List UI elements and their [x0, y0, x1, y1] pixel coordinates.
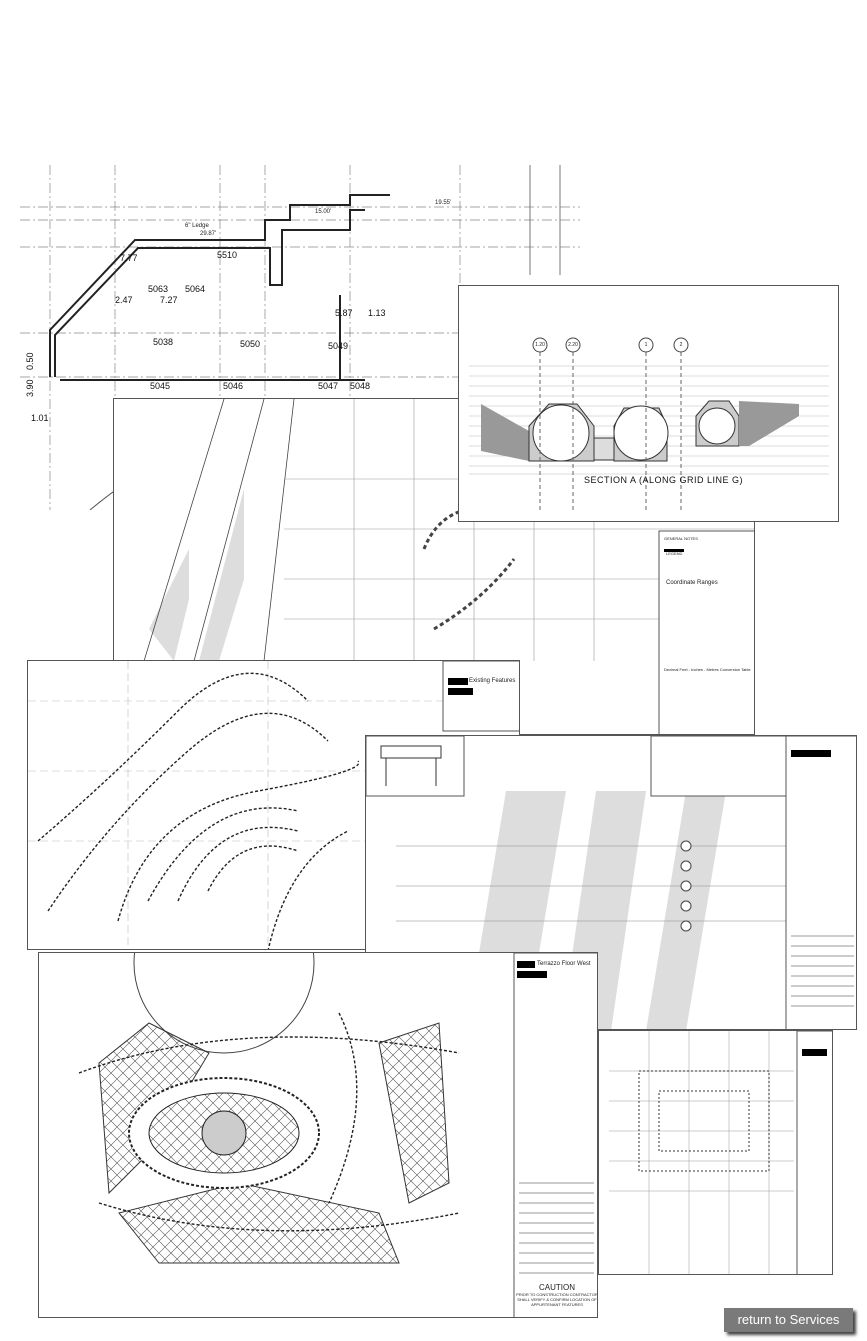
- point-5048: 5048: [350, 381, 371, 391]
- dim-15-00: 15.00': [315, 209, 332, 215]
- caution-title: CAUTION: [539, 1283, 575, 1292]
- ledge-note: 6" Ledge: [185, 223, 209, 229]
- point-5049: 5049: [328, 341, 349, 351]
- grid-plan-sheet: [598, 1030, 833, 1275]
- dim-0-50: 0.50: [25, 352, 35, 370]
- coordinate-ranges-heading: Coordinate Ranges: [666, 580, 718, 586]
- structural-linework: [143, 399, 754, 734]
- point-5510: 5510: [217, 250, 238, 260]
- point-5046: 5046: [223, 381, 244, 391]
- grid-bubble-1: 1: [644, 342, 648, 348]
- curves-linework: [28, 661, 519, 949]
- dim-19-55: 19.55': [435, 200, 452, 206]
- floor-sheet-title: Terrazzo Floor West: [537, 961, 591, 967]
- section-title: SECTION A (ALONG GRID LINE G): [584, 475, 744, 485]
- grid-bubble-1-20: 1.20: [535, 342, 545, 348]
- dim-2-47: 2.47: [115, 295, 133, 305]
- redacted-bar: [448, 678, 468, 685]
- sheet-title: Existing Features: [469, 678, 516, 684]
- point-5063: 5063: [148, 284, 169, 294]
- section-sheet: 1.20 2.20 1 2 SECTION A (ALONG GRID LINE…: [458, 285, 839, 522]
- dim-1-01: 1.01: [31, 413, 49, 423]
- return-to-services-button[interactable]: return to Services: [724, 1308, 853, 1332]
- point-5045: 5045: [150, 381, 171, 391]
- dim-7-77: 7.77: [120, 253, 138, 263]
- dim-5-87: 5.87: [335, 308, 353, 318]
- grid-linework: [609, 1031, 832, 1274]
- caution-text: PRIOR TO CONSTRUCTION CONTRACTOR SHALL V…: [516, 1292, 598, 1307]
- dim-29-87: 29.87': [200, 231, 217, 237]
- dim-3-90: 3.90: [25, 379, 35, 397]
- point-5038: 5038: [153, 337, 174, 347]
- grid-bubble-2-20: 2.20: [568, 342, 578, 348]
- general-notes-heading: GENERAL NOTES: [664, 536, 698, 541]
- section-linework: [469, 337, 829, 511]
- point-5047: 5047: [318, 381, 339, 391]
- conversion-table-heading: Decimal Feet - Inches - Metres Conversio…: [664, 667, 751, 672]
- dim-1-13: 1.13: [368, 308, 386, 318]
- terrazzo-floor-sheet: Terrazzo Floor West CAUTION PRIOR TO CON…: [38, 952, 598, 1318]
- point-5050: 5050: [240, 339, 261, 349]
- dim-7-27: 7.27: [160, 295, 178, 305]
- legend-heading: LEGEND: [666, 551, 683, 556]
- grid-bubble-2: 2: [679, 342, 683, 348]
- point-5064: 5064: [185, 284, 206, 294]
- floor-linework: [78, 953, 597, 1317]
